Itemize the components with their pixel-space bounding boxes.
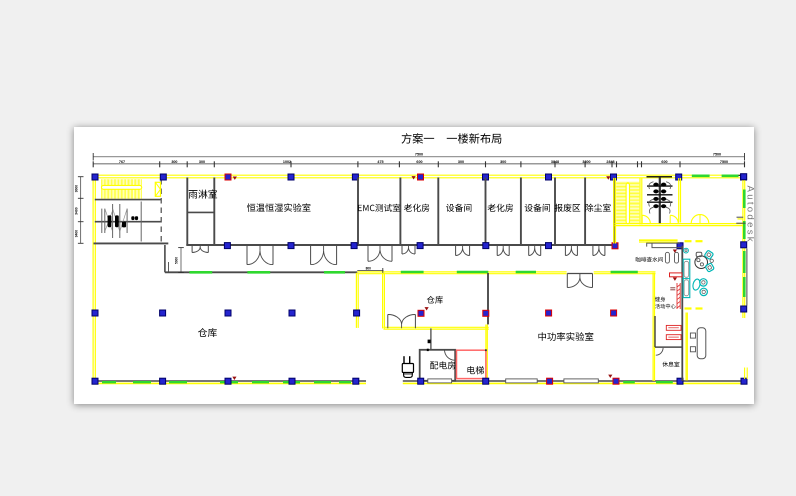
- svg-text:Autodesk: Autodesk: [744, 186, 755, 244]
- svg-text:3300: 3300: [582, 160, 590, 164]
- svg-text:3000: 3000: [75, 185, 79, 193]
- svg-text:1002: 1002: [283, 160, 291, 164]
- svg-text:767: 767: [119, 160, 125, 164]
- svg-text:7500: 7500: [720, 160, 728, 164]
- svg-text:3400: 3400: [75, 230, 79, 238]
- svg-text:3400: 3400: [75, 207, 79, 215]
- svg-text:7500: 7500: [415, 153, 423, 157]
- svg-text:7500: 7500: [713, 153, 721, 157]
- svg-text:600: 600: [416, 160, 422, 164]
- svg-text:300: 300: [171, 160, 177, 164]
- svg-text:5000: 5000: [175, 257, 179, 264]
- svg-text:3848: 3848: [551, 160, 559, 164]
- svg-text:800: 800: [366, 267, 372, 271]
- svg-text:300: 300: [199, 160, 205, 164]
- svg-text:300: 300: [500, 160, 506, 164]
- svg-text:300: 300: [458, 160, 464, 164]
- svg-text:2848: 2848: [606, 160, 614, 164]
- svg-text:475: 475: [377, 160, 383, 164]
- svg-text:600: 600: [661, 160, 667, 164]
